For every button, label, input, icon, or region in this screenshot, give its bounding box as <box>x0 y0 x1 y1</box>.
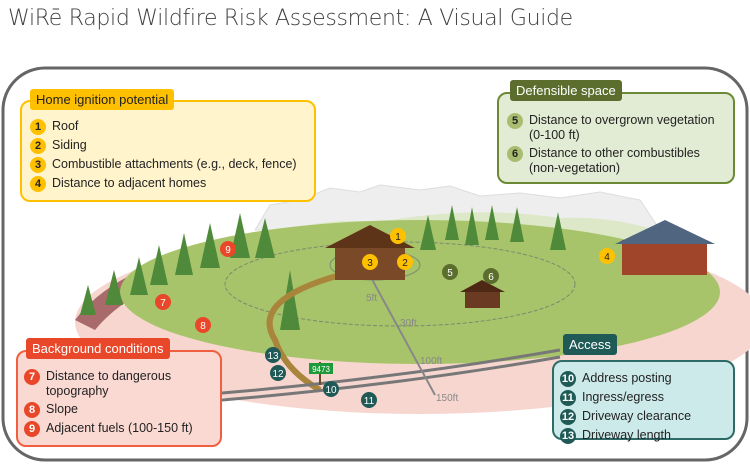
driveway <box>266 272 341 393</box>
marker-11: 11 <box>361 392 377 408</box>
number-badge: 10 <box>560 371 576 387</box>
distance-line <box>367 271 436 396</box>
background-conditions-panel: 7 Distance to dangerous topography 8 Slope 9… <box>16 350 222 447</box>
svg-text:5: 5 <box>447 268 453 279</box>
marker-9: 9 <box>220 241 236 257</box>
number-badge: 11 <box>560 390 576 406</box>
legend-item: 2 Siding <box>30 138 314 154</box>
legend-item-text: Address posting <box>582 371 672 385</box>
legend-item: 3 Combustible attachments (e.g., deck, fe… <box>30 157 314 173</box>
number-badge: 6 <box>507 146 523 162</box>
defensible-space-header: Defensible space <box>510 80 622 101</box>
marker-2: 2 <box>397 254 413 270</box>
svg-text:13: 13 <box>267 351 279 362</box>
legend-item: 8 Slope <box>24 402 216 418</box>
svg-text:10: 10 <box>325 385 337 396</box>
legend-item-text: Slope <box>46 402 78 416</box>
address-sign <box>309 363 333 374</box>
svg-text:11: 11 <box>364 396 375 407</box>
legend-item-text: Driveway length <box>582 428 671 442</box>
marker-12: 12 <box>270 365 286 381</box>
number-badge: 1 <box>30 119 46 135</box>
home-ignition-panel: 1 Roof 2 Siding 3 Combustible attachments (e.… <box>20 100 316 202</box>
page-title: WiRē Rapid Wildfire Risk Assessment: A V… <box>8 6 573 31</box>
number-badge: 9 <box>24 421 40 437</box>
legend-item-text: Driveway clearance <box>582 409 692 423</box>
access-header: Access <box>563 334 617 355</box>
distance-label-100ft: 100ft <box>420 356 442 367</box>
legend-item-text: Combustible attachments (e.g., deck, fen… <box>52 157 297 171</box>
svg-text:6: 6 <box>488 272 494 283</box>
svg-text:1: 1 <box>395 232 401 243</box>
marker-6: 6 <box>483 268 499 284</box>
legend-item: 6 Distance to other combustibles (non-veg… <box>507 146 727 176</box>
legend-item-text: Roof <box>52 119 79 133</box>
svg-text:9: 9 <box>225 245 231 256</box>
svg-text:3: 3 <box>367 258 373 269</box>
defensible-space-panel: 5 Distance to overgrown vegetation (0-100… <box>497 92 735 184</box>
number-badge: 8 <box>24 402 40 418</box>
background-conditions-header: Background conditions <box>26 338 170 359</box>
legend-item: 5 Distance to overgrown vegetation (0-100… <box>507 113 727 143</box>
address-sign-text: 9473 <box>312 365 330 374</box>
legend-item-text: Siding <box>52 138 87 152</box>
number-badge: 12 <box>560 409 576 425</box>
svg-text:7: 7 <box>160 298 166 309</box>
marker-1: 1 <box>390 228 406 244</box>
number-badge: 13 <box>560 428 576 444</box>
shed <box>460 280 505 308</box>
marker-8: 8 <box>195 317 211 333</box>
svg-text:8: 8 <box>200 321 206 332</box>
legend-item: 7 Distance to dangerous topography <box>24 369 216 399</box>
legend-item: 1 Roof <box>30 119 314 135</box>
legend-item-text: Adjacent fuels (100-150 ft) <box>46 421 193 435</box>
marker-10: 10 <box>323 381 339 397</box>
marker-13: 13 <box>265 347 281 363</box>
trees <box>80 205 566 330</box>
svg-text:12: 12 <box>272 369 284 380</box>
home-ignition-header: Home ignition potential <box>30 89 175 110</box>
distance-label-30ft: 30ft <box>400 318 417 329</box>
marker-7: 7 <box>155 294 171 310</box>
number-badge: 7 <box>24 369 40 385</box>
number-badge: 3 <box>30 157 46 173</box>
marker-4: 4 <box>599 248 615 264</box>
svg-text:4: 4 <box>604 252 610 263</box>
legend-item-text: Distance to dangerous topography <box>46 369 172 398</box>
main-house <box>325 225 415 280</box>
legend-item: 13 Driveway length <box>560 428 729 444</box>
distance-label-150ft: 150ft <box>436 393 458 404</box>
legend-item-text: Distance to other combustibles (non-vege… <box>529 146 700 175</box>
legend-item: 4 Distance to adjacent homes <box>30 176 314 192</box>
legend-item-text: Distance to adjacent homes <box>52 176 207 190</box>
legend-item: 11 Ingress/egress <box>560 390 729 406</box>
legend-item-text: Ingress/egress <box>582 390 664 404</box>
marker-5: 5 <box>442 264 458 280</box>
distance-label-5ft: 5ft <box>366 293 377 304</box>
legend-item: 10 Address posting <box>560 371 729 387</box>
number-badge: 5 <box>507 113 523 129</box>
number-badge: 2 <box>30 138 46 154</box>
legend-item-text: Distance to overgrown vegetation (0-100 … <box>529 113 715 142</box>
svg-text:2: 2 <box>402 258 408 269</box>
legend-item: 12 Driveway clearance <box>560 409 729 425</box>
number-badge: 4 <box>30 176 46 192</box>
marker-3: 3 <box>362 254 378 270</box>
adjacent-home <box>615 220 715 275</box>
legend-item: 9 Adjacent fuels (100-150 ft) <box>24 421 216 437</box>
